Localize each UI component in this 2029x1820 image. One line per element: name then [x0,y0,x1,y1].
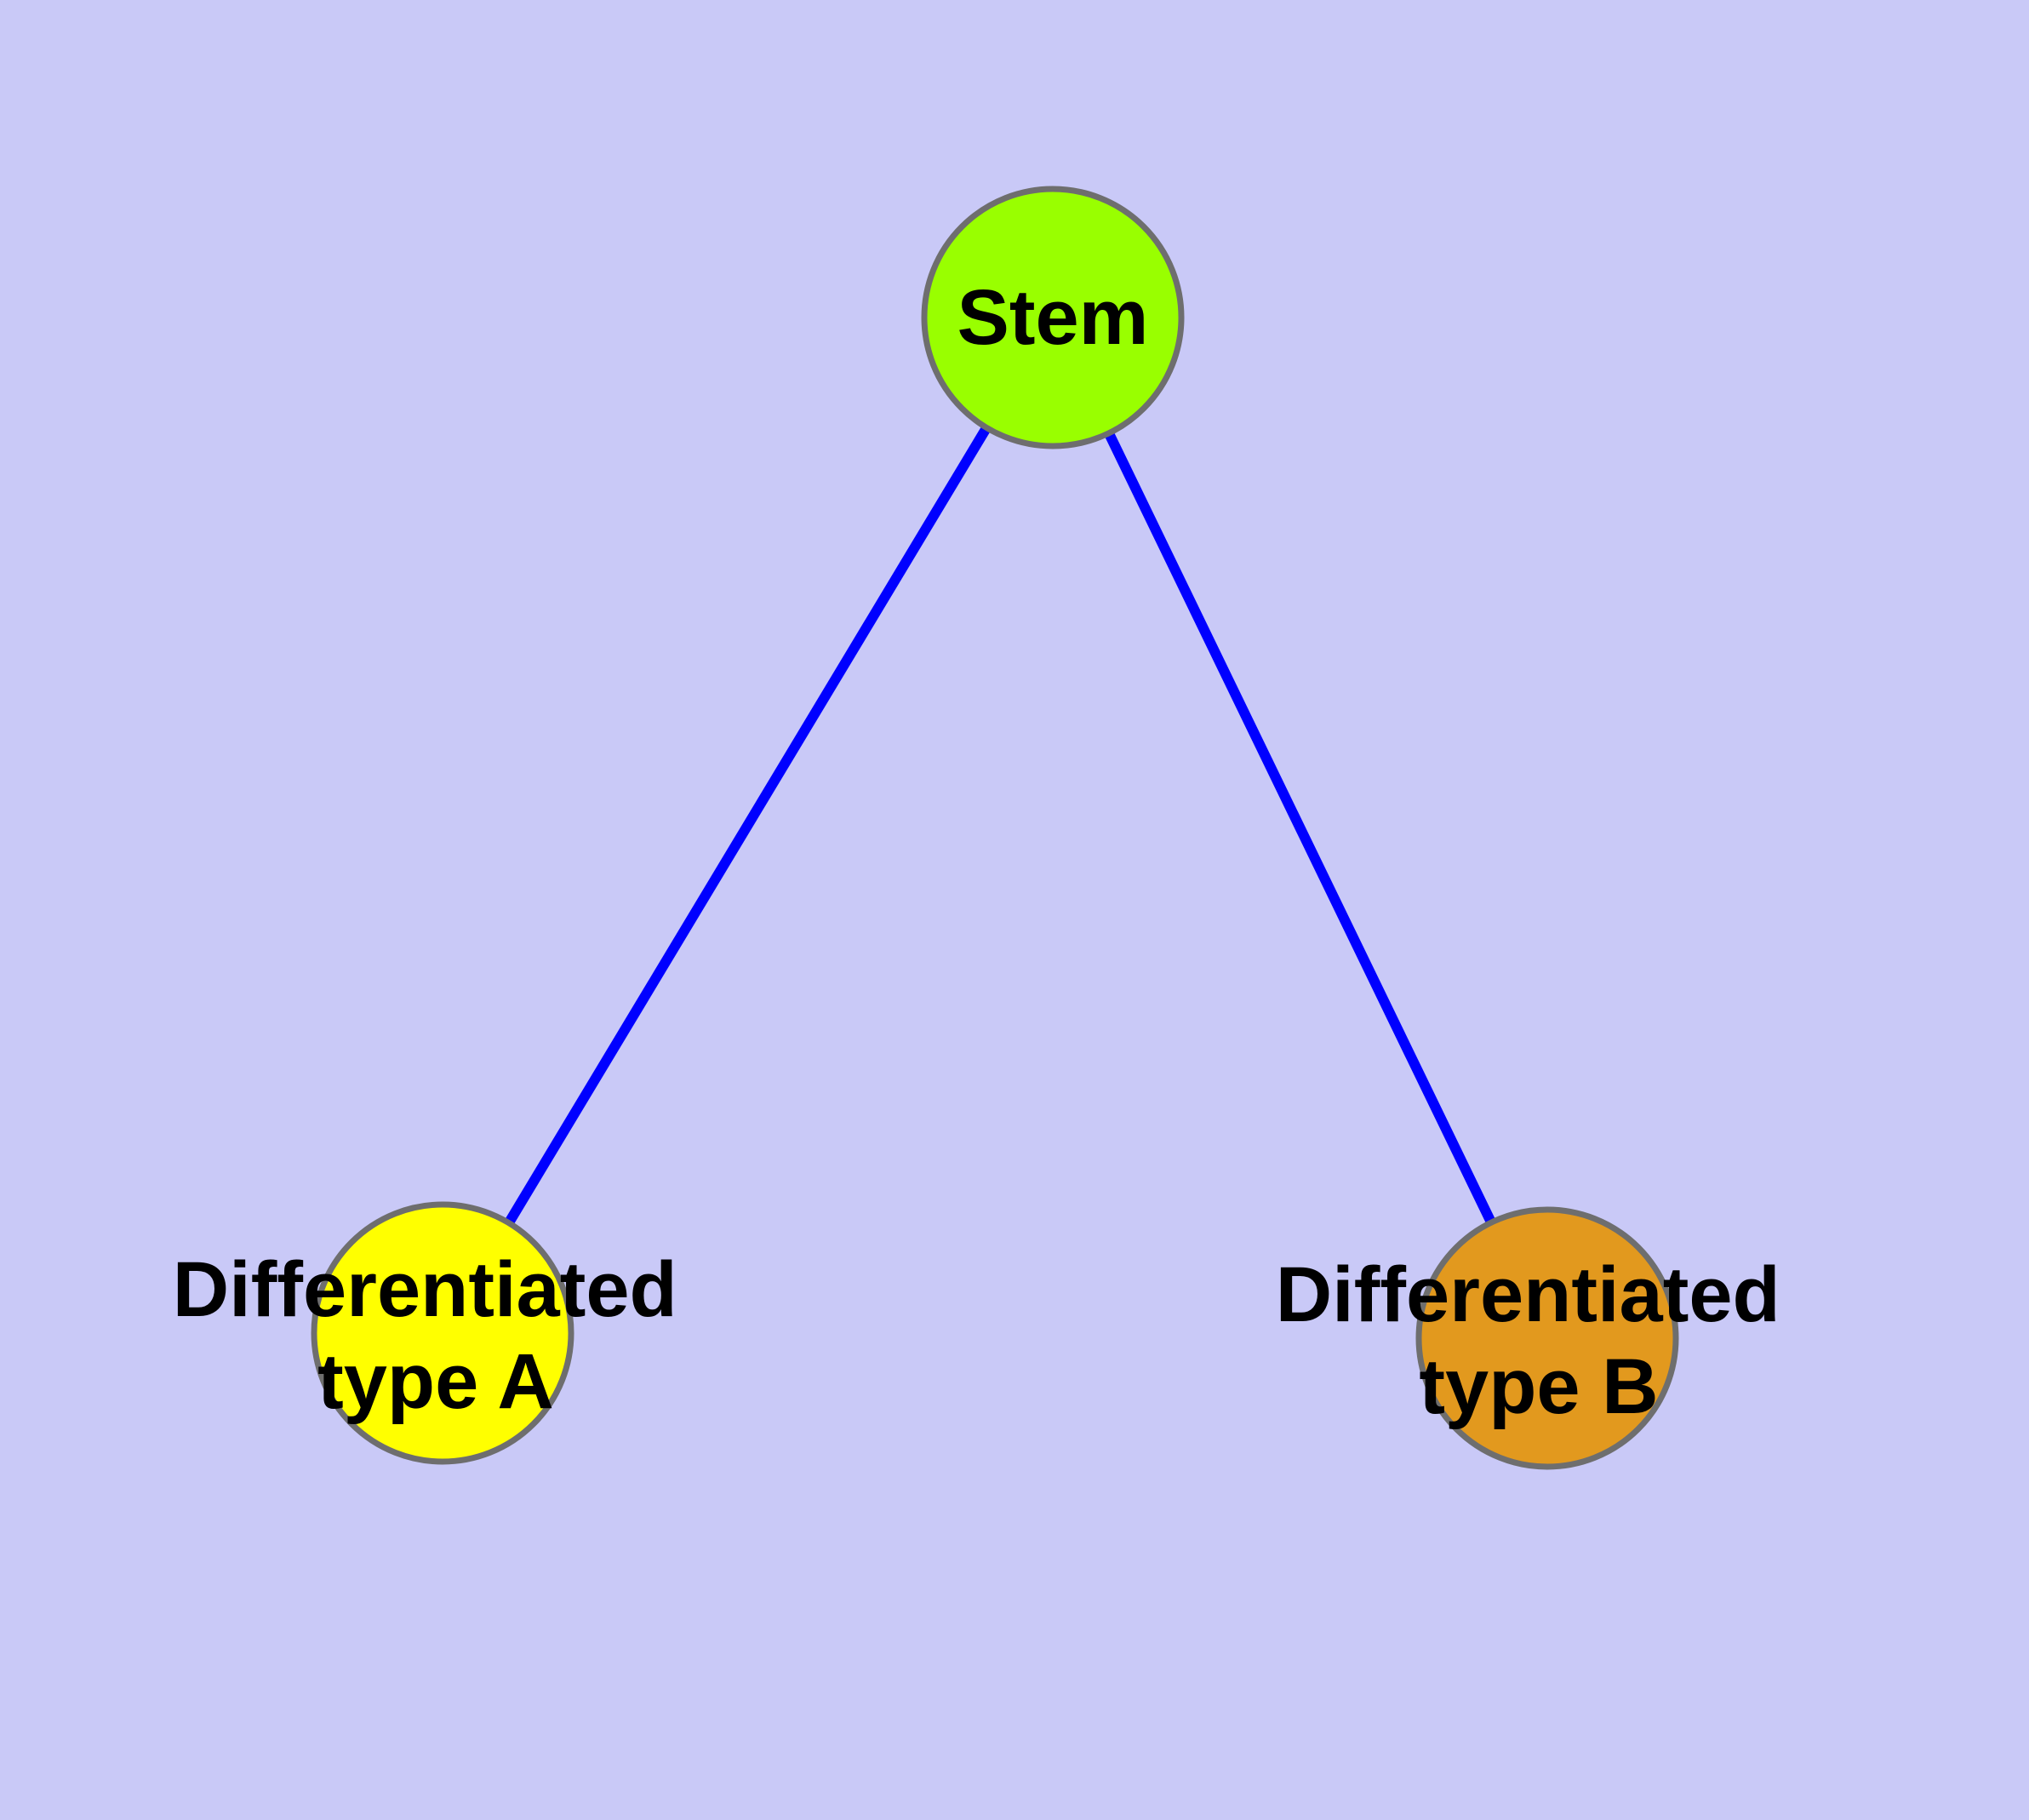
node-type-b-label: Differentiated type B [1276,1251,1803,1430]
node-type-b-label-line-2: type B [1419,1343,1658,1430]
node-type-a-circle [311,1201,574,1465]
node-type-b-label-line-1: Differentiated [1276,1251,1780,1338]
node-type-a-label-line-1: Differentiated [173,1246,677,1333]
node-type-a-label: Differentiated type A [173,1246,700,1425]
edge-stem-to-type-a-line [437,314,1058,1336]
node-type-a-label-line-2: type A [317,1338,554,1425]
node-type-b-circle [1415,1206,1679,1470]
edge-stem-to-type-b-line [1048,315,1552,1341]
node-stem-label: Stem [957,274,1149,361]
node-stem-circle [921,186,1185,449]
